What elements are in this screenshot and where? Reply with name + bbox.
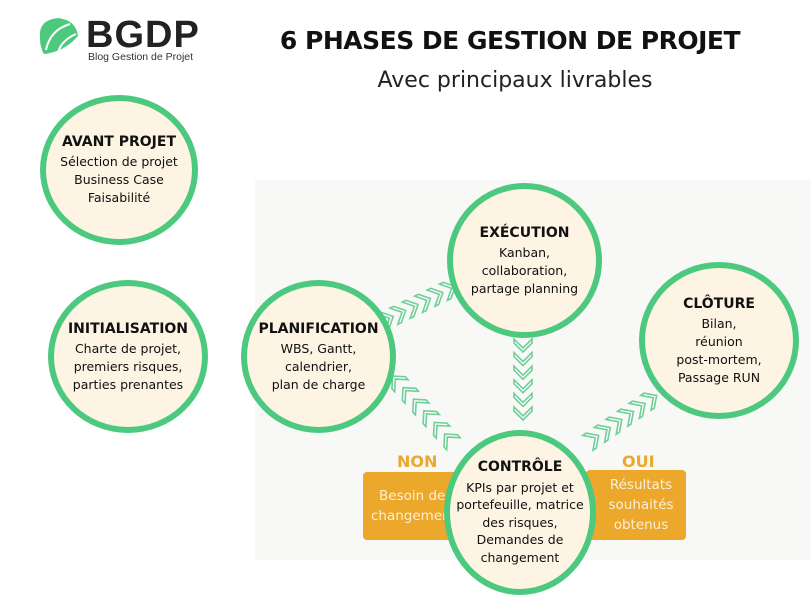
control-to-plan-chevron — [432, 421, 452, 441]
logo-tagline: Blog Gestion de Projet — [88, 51, 194, 63]
logo-leaf-icon — [39, 18, 78, 54]
phase-controle: CONTRÔLE KPIs par projet et portefeuille… — [444, 430, 596, 595]
phase-title: INITIALISATION — [67, 320, 189, 337]
phase-title: CONTRÔLE — [477, 459, 563, 475]
phase-planification: PLANIFICATION WBS, Gantt, calendrier, pl… — [241, 280, 396, 433]
phase-line: collaboration, — [481, 262, 568, 278]
exec-to-control-chevron — [513, 391, 533, 408]
phase-cloture: CLÔTURE Bilan, réunion post-mortem, Pass… — [639, 262, 799, 419]
control-to-plan-chevron — [422, 410, 442, 429]
phase-line: calendrier, — [285, 358, 352, 374]
exec-to-control-chevron — [513, 350, 533, 367]
non-label: NON — [397, 452, 438, 471]
control-to-close-chevron — [615, 408, 635, 429]
control-to-close-chevron — [580, 432, 600, 453]
plan-to-exec-chevron — [400, 299, 420, 320]
phase-title: PLANIFICATION — [258, 320, 379, 337]
exec-to-control-chevron — [513, 364, 533, 381]
phase-line: Kanban, — [498, 244, 551, 260]
phase-line: portefeuille, matrice — [456, 497, 584, 512]
control-to-plan-chevron — [411, 398, 431, 417]
phase-title: AVANT PROJET — [61, 134, 176, 150]
phase-line: Bilan, — [701, 315, 737, 331]
phase-line: Business Case — [74, 172, 164, 187]
exec-to-control-chevron — [513, 377, 533, 394]
non-line: Besoin de — [379, 488, 446, 504]
phase-line: WBS, Gantt, — [280, 340, 357, 356]
logo-name: BGDP — [86, 14, 200, 56]
control-to-close-chevron — [627, 400, 646, 421]
control-to-close-chevron — [603, 416, 623, 437]
plan-to-exec-chevron — [425, 287, 444, 308]
phase-line: Sélection de projet — [60, 154, 178, 169]
phase-execution: EXÉCUTION Kanban, collaboration, partage… — [447, 183, 602, 338]
phase-line: Faisabilité — [87, 190, 151, 205]
phase-line: plan de charge — [271, 376, 366, 392]
phase-line: réunion — [695, 333, 743, 349]
oui-decision-box: Résultats souhaités obtenus — [586, 470, 686, 540]
phase-line: des risques, — [482, 514, 558, 530]
control-to-plan-chevron — [401, 386, 421, 406]
phase-line: Charte de projet, — [74, 340, 182, 356]
oui-line: obtenus — [613, 517, 669, 533]
non-line: changement — [371, 508, 456, 524]
phase-line: Passage RUN — [677, 369, 761, 385]
phase-initialisation: INITIALISATION Charte de projet, premier… — [48, 280, 208, 433]
control-to-close-chevron — [592, 424, 612, 445]
plan-to-exec-chevron — [387, 305, 407, 326]
exec-to-control-chevron — [513, 405, 533, 422]
phase-title: CLÔTURE — [683, 295, 755, 312]
page-title: 6 PHASES DE GESTION DE PROJET — [279, 26, 741, 55]
control-to-plan-chevron — [443, 433, 462, 452]
exec-to-control-chevron — [513, 337, 533, 354]
control-to-close-chevron — [638, 392, 658, 413]
phase-line: changement — [480, 549, 560, 565]
page-subtitle: Avec principaux livrables — [377, 68, 653, 93]
plan-to-exec-chevron — [412, 293, 432, 314]
phase-line: parties prenantes — [72, 376, 184, 392]
phase-line: post-mortem, — [676, 351, 762, 367]
phase-avant-projet: AVANT PROJET Sélection de projet Busines… — [40, 95, 198, 245]
control-to-plan-chevron — [391, 375, 410, 394]
phase-line: KPIs par projet et — [466, 479, 574, 495]
oui-line: Résultats — [609, 477, 673, 493]
phase-line: premiers risques, — [73, 358, 183, 374]
oui-line: souhaités — [608, 497, 674, 513]
oui-label: OUI — [622, 452, 655, 471]
phase-line: Demandes de — [476, 532, 564, 547]
phase-line: partage planning — [470, 280, 579, 296]
phase-title: EXÉCUTION — [479, 224, 570, 241]
